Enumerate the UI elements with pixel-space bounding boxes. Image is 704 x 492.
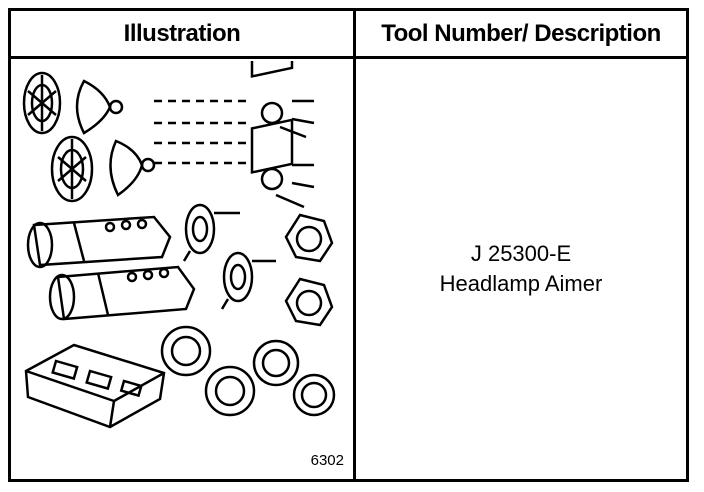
aimer-unit-icon bbox=[48, 265, 196, 321]
tool-number-description-header: Tool Number/ Description bbox=[381, 19, 661, 47]
hex-adapter-icon bbox=[284, 277, 334, 327]
tool-number: J 25300-E bbox=[470, 241, 572, 266]
calibration-fixture-icon bbox=[182, 203, 240, 262]
adapter-wheel-icon bbox=[50, 135, 94, 203]
headlamp-aimer-kit-drawing bbox=[22, 22, 336, 429]
illustration-header: Illustration bbox=[123, 19, 241, 47]
header-divider bbox=[11, 56, 686, 59]
ring-adapter-icon bbox=[292, 373, 336, 417]
calibration-fixture-icon bbox=[220, 251, 276, 310]
tool-description: Headlamp Aimer bbox=[439, 271, 603, 296]
ring-adapter-icon bbox=[204, 365, 256, 417]
tool-description-cell: J 25300-E Headlamp Aimer bbox=[356, 239, 686, 299]
adapter-wheel-icon bbox=[22, 71, 62, 135]
headlamp-bulb-icon bbox=[109, 139, 156, 197]
adapter-pin-icon bbox=[154, 99, 250, 165]
aimer-unit-icon bbox=[26, 215, 172, 269]
column-divider bbox=[353, 11, 356, 479]
hex-adapter-icon bbox=[284, 213, 334, 263]
figure-number: 6302 bbox=[310, 452, 344, 469]
ring-adapter-icon bbox=[160, 325, 212, 377]
tool-table: Illustration Tool Number/ Description bbox=[8, 8, 689, 482]
ring-adapter-icon bbox=[252, 339, 300, 387]
headlamp-bulb-icon bbox=[75, 79, 124, 135]
mounting-bracket-icon bbox=[250, 118, 315, 209]
tool-illustration: 6302 bbox=[14, 22, 350, 477]
storage-case-icon bbox=[24, 343, 166, 429]
